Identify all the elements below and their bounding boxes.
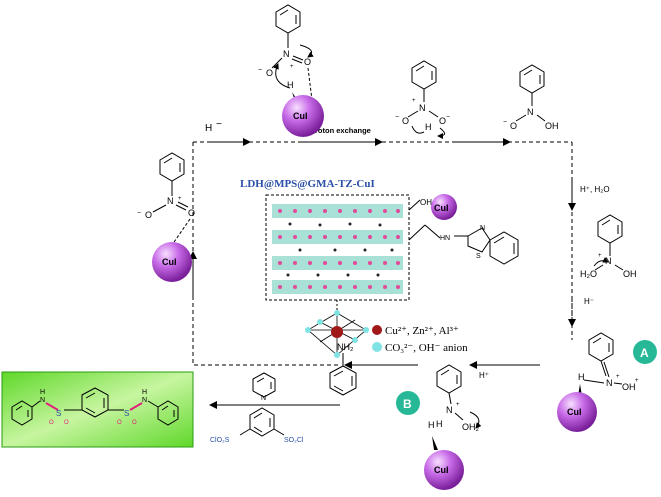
- svg-text:OH: OH: [623, 269, 637, 279]
- label-b-text: B: [403, 397, 412, 411]
- svg-text:−: −: [446, 114, 450, 121]
- svg-text:O: O: [266, 68, 273, 78]
- cui-sphere-label-left: CuI: [162, 257, 177, 267]
- hydride-minus: −: [216, 119, 222, 130]
- svg-text:N: N: [419, 103, 426, 113]
- nitrobenzene-cui-left: N + O − O CuI: [137, 152, 195, 282]
- svg-text:S: S: [56, 409, 61, 418]
- svg-text:O: O: [64, 420, 69, 426]
- pyridine: N: [252, 372, 276, 402]
- svg-text:+: +: [616, 374, 620, 380]
- svg-text:N: N: [167, 196, 174, 206]
- svg-text:+: +: [290, 64, 294, 70]
- label-b-circle: [396, 391, 420, 415]
- svg-text:O: O: [117, 420, 122, 426]
- svg-text:+: +: [178, 196, 182, 202]
- svg-text:N: N: [40, 397, 45, 404]
- svg-text:N: N: [142, 397, 147, 404]
- cui-sphere-small: [431, 194, 457, 220]
- svg-text:O: O: [439, 116, 446, 126]
- protonated-intermediate: N + H₂O OH: [580, 214, 637, 279]
- svg-text:+: +: [635, 378, 639, 384]
- svg-text:O: O: [304, 57, 311, 67]
- legend: Cu²⁺, Zn²⁺, Al³⁺ CO₃²⁻, OH⁻ anion: [372, 325, 468, 354]
- svg-text:N: N: [261, 395, 266, 402]
- svg-text:H: H: [428, 420, 435, 430]
- cation-dot: [372, 325, 382, 335]
- n-hydroxy-intermediate: N O − OH: [503, 64, 559, 131]
- cui-sphere-label-small: CuI: [434, 203, 449, 213]
- svg-text:SO₂Cl: SO₂Cl: [284, 437, 304, 444]
- svg-text:N: N: [445, 235, 450, 242]
- svg-text:O: O: [145, 210, 152, 220]
- svg-text:H: H: [425, 122, 432, 132]
- label-a-text: A: [640, 346, 649, 360]
- svg-text:H: H: [578, 372, 585, 382]
- hydride-transfer-complex: N + O − O H CuI: [258, 4, 324, 137]
- cui-sphere-label-top: CuI: [293, 111, 308, 121]
- intermediate-b: N + OH₂ H H CuI B: [396, 364, 482, 490]
- svg-text:O: O: [510, 121, 517, 131]
- svg-text:S: S: [476, 253, 481, 260]
- svg-text:H₂O: H₂O: [580, 269, 597, 279]
- svg-text:NH₂: NH₂: [337, 342, 354, 352]
- h-plus-label: H⁺: [479, 371, 489, 380]
- ldh-layers: [272, 204, 403, 294]
- svg-text:−: −: [503, 119, 507, 126]
- svg-text:−: −: [395, 114, 399, 121]
- svg-text:+: +: [456, 402, 460, 408]
- svg-text:−: −: [137, 210, 141, 217]
- benzene-disulfonyl-chloride: ClO₂S SO₂Cl: [210, 407, 304, 444]
- cui-sphere-label-b: CuI: [434, 465, 449, 475]
- svg-text:OH: OH: [545, 121, 559, 131]
- svg-text:N: N: [446, 405, 453, 415]
- svg-text:S: S: [124, 409, 129, 418]
- svg-text:O: O: [132, 420, 137, 426]
- cation-legend: Cu²⁺, Zn²⁺, Al³⁺: [385, 325, 459, 337]
- svg-text:O: O: [188, 208, 195, 218]
- anion-dot: [372, 342, 382, 352]
- svg-text:+: +: [598, 253, 602, 259]
- svg-text:H: H: [40, 389, 45, 396]
- hydride-label: H: [205, 123, 212, 134]
- svg-text:H: H: [142, 389, 147, 396]
- aniline: NH₂: [329, 342, 357, 396]
- svg-text:OH: OH: [420, 198, 432, 207]
- proton-exchange-label: Proton exchange: [310, 126, 371, 135]
- label-a-circle: [633, 340, 657, 364]
- svg-text:N: N: [606, 378, 613, 388]
- svg-text:−: −: [258, 67, 262, 74]
- ldh-layer-box: [265, 194, 410, 301]
- svg-text:N: N: [480, 225, 485, 232]
- intermediate-a: N + OH + H CuI A: [557, 332, 657, 432]
- svg-text:N: N: [283, 49, 290, 59]
- cycle-arrows: [189, 138, 576, 409]
- svg-text:O: O: [49, 420, 54, 426]
- svg-text:H: H: [440, 235, 445, 242]
- svg-text:OH: OH: [622, 382, 636, 392]
- catalytic-cycle-frame: [192, 141, 573, 366]
- svg-text:+: +: [412, 98, 416, 104]
- svg-text:N: N: [527, 107, 534, 117]
- svg-text:ClO₂S: ClO₂S: [210, 437, 230, 444]
- proton-exchange-intermediate: N + O − O − H: [395, 60, 450, 139]
- h-plus-h2o-label: H⁺, H₂O: [580, 185, 610, 194]
- svg-text:O: O: [402, 116, 409, 126]
- svg-text:OH₂: OH₂: [462, 422, 480, 432]
- catalyst-title: LDH@MPS@GMA-TZ-CuI: [240, 178, 375, 190]
- cui-sphere-label-a: CuI: [567, 407, 582, 417]
- h-minus-label: H⁻: [584, 297, 594, 306]
- anion-legend: CO₃²⁻, OH⁻ anion: [385, 342, 468, 354]
- catalyst-structure: LDH@MPS@GMA-TZ-CuI OH CuI H: [240, 178, 519, 358]
- svg-text:H: H: [287, 80, 294, 90]
- svg-text:H: H: [436, 419, 443, 429]
- product-box: N H S O O S O O N H: [1, 371, 194, 448]
